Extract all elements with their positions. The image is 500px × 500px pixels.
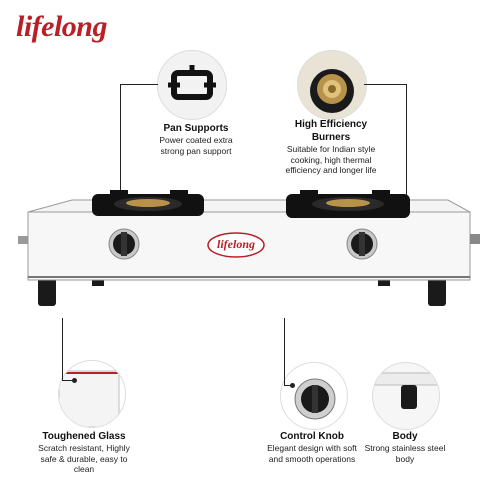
glass-desc: Scratch resistant, Highly safe & durable… <box>38 443 130 474</box>
stove-logo: lifelong <box>217 237 255 251</box>
glass-image <box>58 360 126 428</box>
burner-leader <box>364 84 406 85</box>
body-caption: Body Strong stainless steel body <box>360 430 450 464</box>
pan-support-title: Pan Supports <box>163 123 229 134</box>
knob-marker <box>290 383 295 388</box>
glass-marker <box>72 378 77 383</box>
burner-leader-vertical <box>406 84 407 196</box>
burner-caption: High Efficiency Burners Suitable for Ind… <box>276 118 386 176</box>
pan-support-caption: Pan Supports Power coated extra strong p… <box>148 122 244 156</box>
body-desc: Strong stainless steel body <box>364 443 446 464</box>
glass-caption: Toughened Glass Scratch resistant, Highl… <box>32 430 136 475</box>
knob-desc: Elegant design with soft and smooth oper… <box>267 443 357 464</box>
pan-support-image <box>157 50 227 120</box>
body-title: Body <box>392 431 418 442</box>
pan-support-desc: Power coated extra strong pan support <box>159 135 233 156</box>
burner-desc: Suitable for Indian style cooking, high … <box>285 144 377 175</box>
burner-title: High Efficiency Burners <box>294 119 368 143</box>
brand-logo: lifelong <box>16 10 108 43</box>
knob-image <box>280 362 348 430</box>
pan-support-leader <box>120 84 158 85</box>
knob-leader <box>284 385 292 386</box>
knob-title: Control Knob <box>280 431 344 442</box>
glass-leader-vertical <box>62 318 63 380</box>
pan-support-leader-vertical <box>120 84 121 196</box>
glass-title: Toughened Glass <box>42 431 126 442</box>
glass-leader <box>62 380 74 381</box>
burner-image <box>297 50 367 120</box>
body-image <box>372 362 440 430</box>
knob-leader-vertical <box>284 318 285 385</box>
knob-caption: Control Knob Elegant design with soft an… <box>262 430 362 464</box>
